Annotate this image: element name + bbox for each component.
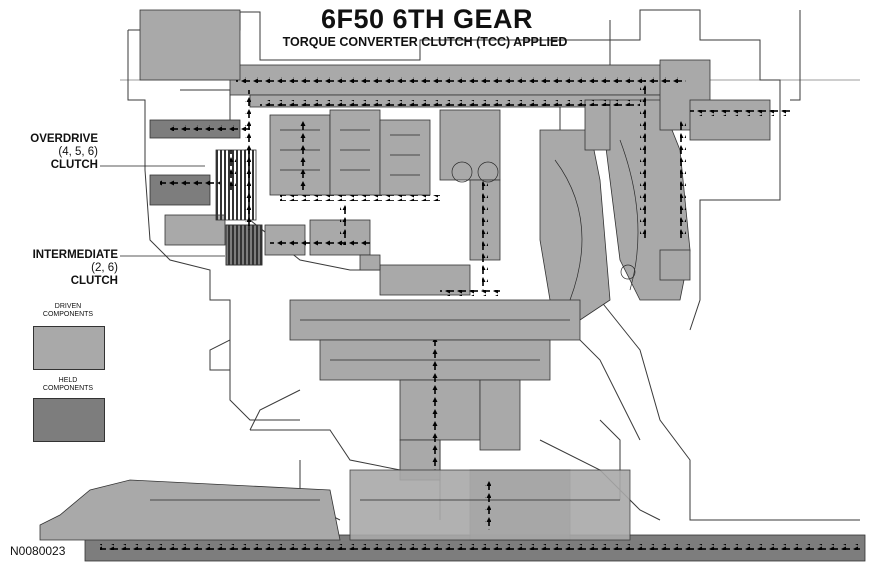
legend-driven-label: DRIVEN COMPONENTS bbox=[29, 303, 107, 319]
legend-held-label-line1: HELD bbox=[58, 377, 78, 384]
intermediate-clutch-label-line3: CLUTCH bbox=[70, 275, 118, 287]
intermediate-clutch-label-line1: INTERMEDIATE bbox=[32, 249, 118, 261]
torque-flow-arrows bbox=[100, 77, 860, 550]
legend-held-label-line2: COMPONENTS bbox=[42, 385, 94, 392]
driven-components bbox=[39, 9, 771, 541]
legend-driven-label-line1: DRIVEN bbox=[54, 303, 82, 310]
legend-driven-swatch bbox=[33, 326, 105, 370]
diagram-title: 6F50 6TH GEAR bbox=[320, 4, 534, 34]
legend-held-label: HELD COMPONENTS bbox=[29, 377, 107, 393]
overdrive-clutch-label-line1: OVERDRIVE bbox=[30, 133, 98, 145]
callout-leader-lines bbox=[100, 165, 225, 257]
intermediate-clutch-label-line2: (2, 6) bbox=[91, 262, 118, 274]
figure-id: N0080023 bbox=[10, 544, 66, 558]
clutch-packs bbox=[215, 149, 263, 266]
intermediate-clutch-label: INTERMEDIATE (2, 6) CLUTCH bbox=[6, 249, 118, 288]
diagram-subtitle: TORQUE CONVERTER CLUTCH (TCC) APPLIED bbox=[282, 35, 568, 49]
legend-driven-label-line2: COMPONENTS bbox=[42, 311, 94, 318]
overdrive-clutch-label: OVERDRIVE (4, 5, 6) CLUTCH bbox=[6, 133, 98, 172]
overdrive-clutch-label-line3: CLUTCH bbox=[50, 159, 98, 171]
overdrive-clutch-label-line2: (4, 5, 6) bbox=[58, 146, 98, 158]
legend-held-swatch bbox=[33, 398, 105, 442]
